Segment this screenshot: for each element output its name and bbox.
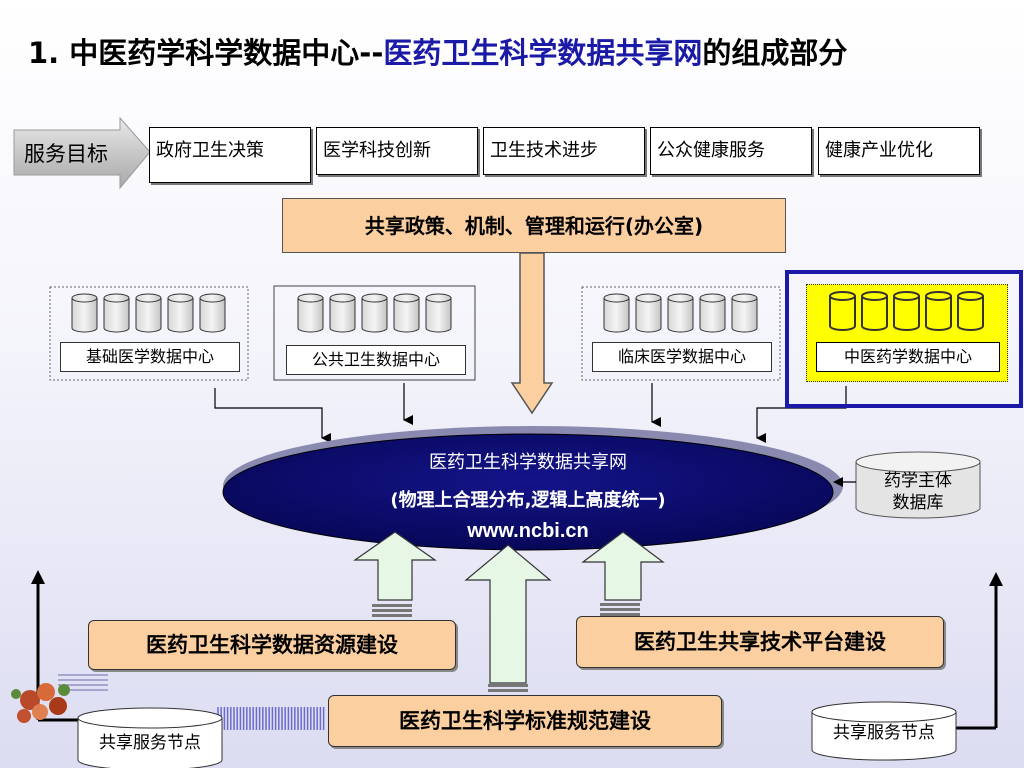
center-tcm: 中医药学数据中心 — [816, 342, 1000, 372]
policy-down-arrow — [510, 252, 554, 415]
service-node-right: 共享服务节点 — [833, 723, 935, 743]
frame-public-health — [273, 285, 476, 381]
database-icon-top — [425, 293, 452, 303]
up-arrow-left — [353, 531, 437, 617]
database-icon — [393, 298, 420, 333]
database-icon — [635, 298, 662, 333]
flower-decoration-icon — [11, 683, 70, 723]
database-icon — [329, 298, 356, 333]
goal-public-health-service: 公众健康服务 — [650, 127, 812, 175]
database-icon — [425, 298, 452, 333]
pharma-db-cylinder — [855, 451, 981, 519]
database-icon-top — [103, 293, 130, 303]
database-icon-top — [71, 293, 98, 303]
database-icon-top — [329, 293, 356, 303]
resource-construction-box: 医药卫生科学数据资源建设 — [88, 620, 456, 670]
database-icon-top — [199, 293, 226, 303]
up-arrow-right — [581, 531, 665, 616]
database-icon-top — [699, 293, 726, 303]
network-name: 医药卫生科学数据共享网 — [429, 452, 627, 473]
policy-box: 共享政策、机制、管理和运行(办公室) — [282, 198, 786, 253]
database-icon — [103, 298, 130, 333]
pharma-db-label: 药学主体 数据库 — [856, 470, 980, 514]
db-cylinders-basic — [71, 293, 226, 333]
pharma-db-line2: 数据库 — [892, 493, 944, 513]
database-icon — [731, 298, 758, 333]
center-basic-medicine: 基础医学数据中心 — [60, 342, 240, 372]
database-icon-top — [297, 293, 324, 303]
goal-health-industry: 健康产业优化 — [818, 127, 980, 175]
database-icon-top — [393, 293, 420, 303]
pharma-db-line1: 药学主体 — [884, 471, 952, 491]
page-title: 1. 中医药学科学数据中心--医药卫生科学数据共享网的组成部分 — [28, 30, 847, 72]
service-node-left: 共享服务节点 — [99, 733, 201, 753]
network-url: www.ncbi.cn — [467, 520, 589, 542]
service-goal-label: 服务目标 — [24, 142, 108, 166]
up-arrow-center — [464, 544, 552, 692]
title-highlight: 医药卫生科学数据共享网 — [383, 36, 703, 70]
database-icon-top — [135, 293, 162, 303]
database-icon-top — [167, 293, 194, 303]
database-icon — [667, 298, 694, 333]
platform-construction-box: 医药卫生共享技术平台建设 — [576, 616, 944, 668]
center-clinical-medicine: 临床医学数据中心 — [592, 342, 772, 372]
db-cylinders-clinical — [603, 293, 758, 333]
database-icon — [199, 298, 226, 333]
database-icon-top — [603, 293, 630, 303]
title-prefix: 1. 中医药学科学数据中心-- — [28, 36, 384, 70]
db-cylinders-public — [297, 293, 452, 333]
database-icon-top — [635, 293, 662, 303]
database-icon-top — [667, 293, 694, 303]
network-ellipse — [222, 433, 834, 551]
database-icon-top — [731, 293, 758, 303]
database-icon — [361, 298, 388, 333]
goal-health-tech-progress: 卫生技术进步 — [483, 127, 645, 175]
decorative-barcode — [217, 707, 325, 730]
service-goal-arrow-shape — [13, 116, 151, 190]
goal-government-decision: 政府卫生决策 — [149, 127, 311, 183]
title-suffix: 的组成部分 — [702, 36, 848, 70]
database-icon — [603, 298, 630, 333]
service-node-right-cylinder — [811, 701, 957, 761]
database-icon-top — [361, 293, 388, 303]
center-public-health: 公共卫生数据中心 — [286, 345, 466, 375]
database-icon — [699, 298, 726, 333]
frame-basic-medicine — [49, 286, 249, 381]
tcm-highlight-frame — [785, 270, 1023, 408]
network-subtitle: (物理上合理分布,逻辑上高度统一) — [390, 490, 666, 511]
database-icon — [135, 298, 162, 333]
standard-construction-box: 医药卫生科学标准规范建设 — [328, 695, 722, 747]
service-node-left-cylinder — [77, 707, 223, 768]
database-icon — [297, 298, 324, 333]
database-icon — [71, 298, 98, 333]
database-icon — [167, 298, 194, 333]
goal-medical-innovation: 医学科技创新 — [316, 127, 478, 175]
frame-clinical — [581, 286, 781, 381]
